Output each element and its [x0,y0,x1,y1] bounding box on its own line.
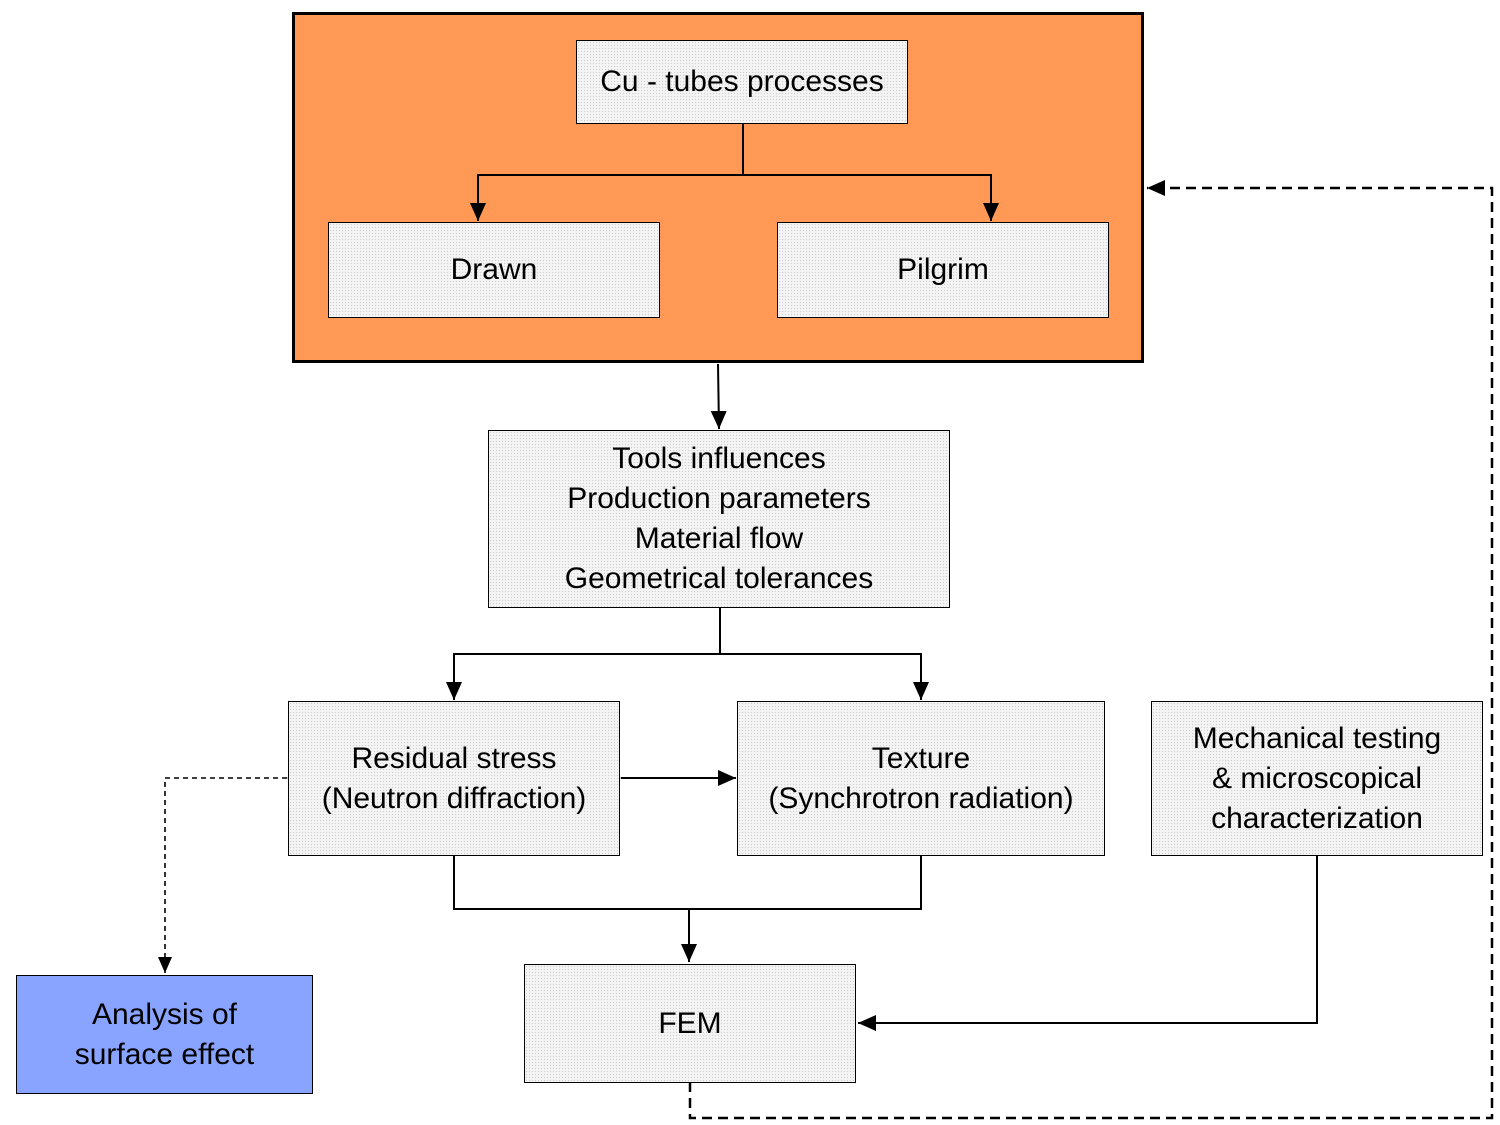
residual-line-2: (Neutron diffraction) [321,781,587,815]
mechanical-testing-box: Mechanical testing & microscopical chara… [1151,701,1483,856]
residual-stress-box: Residual stress (Neutron diffraction) [288,701,620,856]
residual-line-1: Residual stress [351,741,557,775]
fem-box: FEM [524,964,856,1083]
cu-tubes-processes-box: Cu - tubes processes [576,40,908,124]
fem-label: FEM [658,1006,722,1040]
pilgrim-box: Pilgrim [777,222,1109,318]
tools-line-4: Geometrical tolerances [564,562,874,595]
tools-line-1: Tools influences [612,442,826,475]
arrow-cu-to-drawn [470,174,743,221]
pilgrim-label: Pilgrim [897,253,989,286]
arrow-mechanical-to-fem [858,855,1318,1031]
arrow-group-to-tools [710,363,727,430]
tools-line-2: Production parameters [567,482,871,515]
tools-influences-box: Tools influences Production parameters M… [488,430,950,608]
drawn-label: Drawn [450,253,538,286]
arrow-cu-to-pilgrim [743,174,999,221]
drawn-box: Drawn [328,222,660,318]
texture-line-1: Texture [871,741,971,775]
arrow-residual-analysis-bidirectional [158,771,303,973]
analysis-line-2: surface effect [74,1037,255,1071]
mechanical-line-3: characterization [1211,801,1423,835]
connector-residual-texture-merge [453,855,922,910]
texture-box: Texture (Synchrotron radiation) [737,701,1105,856]
texture-line-2: (Synchrotron radiation) [768,781,1074,815]
analysis-line-1: Analysis of [91,997,238,1031]
cu-tubes-processes-label: Cu - tubes processes [600,65,884,98]
tools-line-3: Material flow [634,522,804,555]
analysis-surface-effect-box: Analysis of surface effect [16,975,313,1094]
arrow-fem-feedback-to-group [688,180,1494,1120]
mechanical-line-2: & microscopical [1211,761,1423,795]
mechanical-line-1: Mechanical testing [1192,721,1442,755]
arrow-tools-to-texture [720,653,929,700]
arrow-tools-to-residual [446,653,720,700]
